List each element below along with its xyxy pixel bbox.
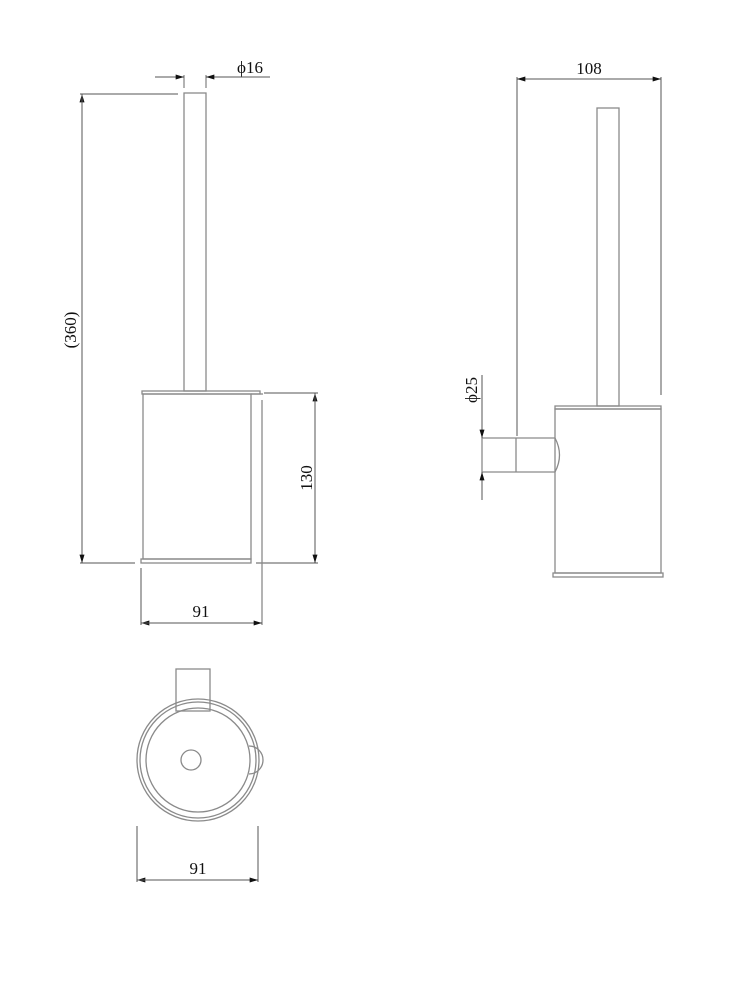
side-handle <box>596 107 620 407</box>
handle <box>183 75 207 392</box>
inner-rim <box>145 707 251 813</box>
dimension-handle-diameter: ϕ16 <box>155 58 270 80</box>
dim-label-phi25: ϕ25 <box>462 377 481 403</box>
container <box>140 390 263 564</box>
dimension-wall-mount-diameter: ϕ25 <box>462 375 485 500</box>
wall-mount <box>481 437 561 473</box>
dimension-container-width: 91 <box>140 400 263 626</box>
side-view: 108 ϕ25 <box>462 59 664 578</box>
dimension-container-height: 130 <box>256 392 318 564</box>
top-view: 91 <box>136 668 264 883</box>
dimension-top-width: 91 <box>136 826 259 883</box>
dimension-overall-height: (360) <box>61 93 178 564</box>
front-view: ϕ16 (360) 130 91 <box>61 58 318 626</box>
handle-hole <box>180 749 202 771</box>
top-mount-block <box>175 668 211 712</box>
outer-rim <box>136 698 260 822</box>
dimension-projection: 108 <box>516 59 662 436</box>
dim-label-108: 108 <box>576 59 602 78</box>
dim-label-130: 130 <box>297 465 316 491</box>
dim-label-360: (360) <box>61 312 80 349</box>
dim-label-91-front: 91 <box>193 602 210 621</box>
side-knob <box>248 745 264 775</box>
side-container <box>552 405 664 578</box>
dim-label-phi16: ϕ16 <box>237 58 263 77</box>
dim-label-91-top: 91 <box>190 859 207 878</box>
